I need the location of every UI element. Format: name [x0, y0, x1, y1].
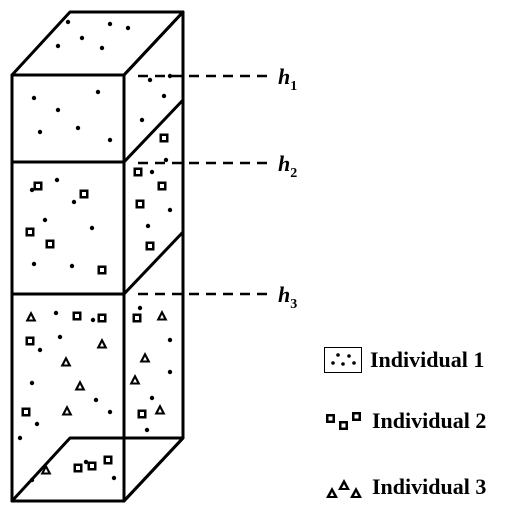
particle-dot [31, 95, 37, 101]
particle-dot [163, 157, 169, 163]
particle-dot [161, 93, 167, 99]
particle-dot [125, 25, 131, 31]
particle-dot [137, 305, 143, 311]
layer-label-h2: h2 [278, 151, 298, 182]
legend-item-individual-3: Individual 3 [324, 472, 486, 502]
particle-dot [69, 263, 75, 269]
layer-label-h1: h1 [278, 64, 298, 95]
triangle-pattern-icon [324, 474, 364, 500]
particle-dot [75, 125, 81, 131]
particle-dot [149, 395, 155, 401]
particle-dot [90, 317, 96, 323]
particle-dot [95, 89, 101, 95]
particle-dot [107, 137, 113, 143]
particle-dot [149, 169, 155, 175]
legend-label: Individual 3 [372, 474, 487, 499]
dot-pattern-icon [324, 347, 362, 373]
particle-dot [107, 409, 113, 415]
particle-dot [107, 21, 113, 27]
particle-dot [34, 421, 40, 427]
column-bottom-face [10, 436, 185, 503]
particle-dot [17, 435, 23, 441]
column-right-face [122, 10, 185, 503]
particle-dot [29, 477, 35, 483]
particle-dot [99, 45, 105, 51]
particle-dot [83, 459, 89, 465]
layer-label-h3: h3 [278, 282, 298, 313]
legend-label: Individual 1 [370, 347, 485, 372]
particle-dot [139, 117, 145, 123]
particle-dot [55, 43, 61, 49]
particle-dot [37, 347, 43, 353]
particle-dot [89, 225, 95, 231]
layer-boundary-h2 [12, 98, 185, 164]
legend-item-individual-2: Individual 2 [324, 406, 486, 436]
particle-dot [93, 397, 99, 403]
particle-dot [57, 334, 63, 340]
particle-dot [144, 427, 150, 433]
particle-dot [42, 217, 48, 223]
particle-dot [71, 199, 77, 205]
particle-dot [54, 177, 60, 183]
particle-dot [147, 77, 153, 83]
square-pattern-icon [324, 408, 364, 434]
particle-dot [167, 369, 173, 375]
layer-boundary-h3 [12, 230, 185, 296]
legend-item-individual-1: Individual 1 [324, 345, 484, 375]
particle-dot [29, 187, 35, 193]
particle-dot [53, 310, 59, 316]
particle-dot [167, 207, 173, 213]
legend-label: Individual 2 [372, 408, 487, 433]
particle-dot [167, 73, 173, 79]
column-top-face [10, 10, 185, 77]
particle-dot [167, 337, 173, 343]
particle-dot [29, 380, 35, 386]
particle-dot [145, 223, 151, 229]
particle-dot [111, 475, 117, 481]
particle-dot [65, 19, 71, 25]
particle-dot [31, 261, 37, 267]
particle-dot [79, 35, 85, 41]
particle-dot [55, 107, 61, 113]
particle-dot [37, 129, 43, 135]
